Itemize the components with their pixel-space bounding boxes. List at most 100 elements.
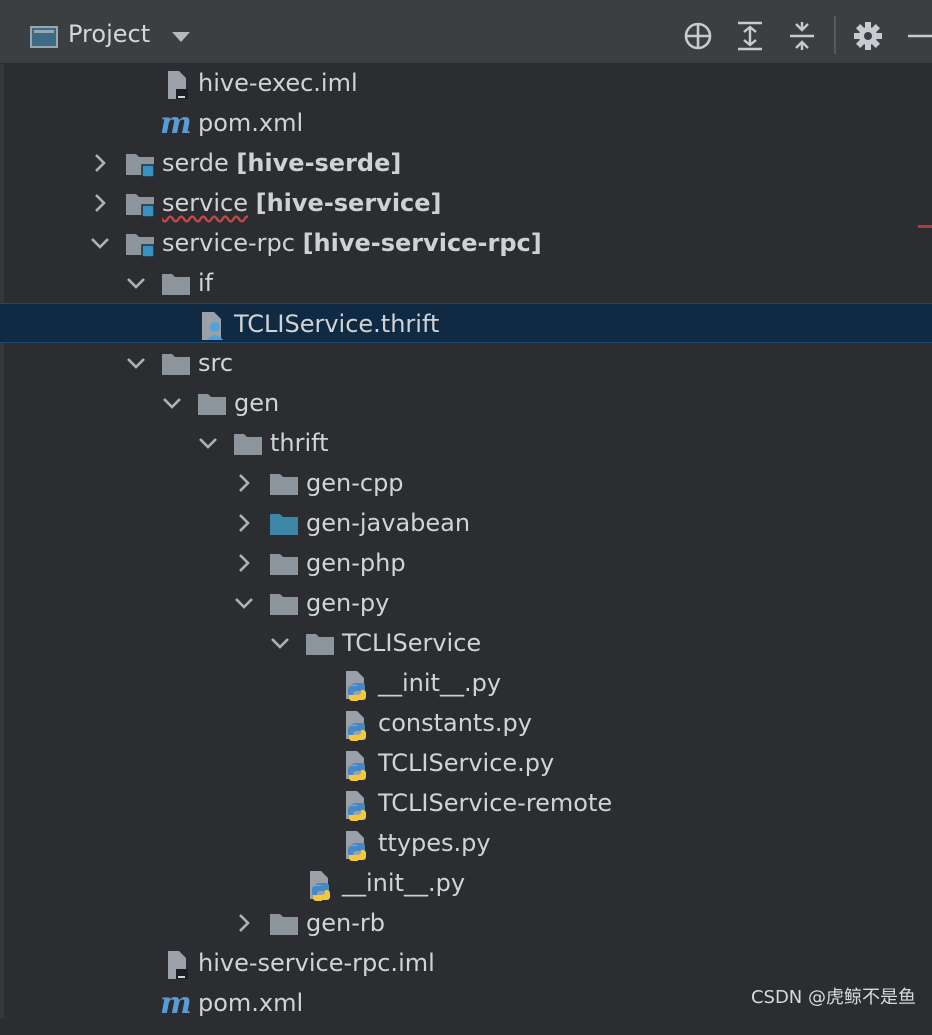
- item-name: service: [162, 189, 248, 217]
- module-folder-icon: [124, 183, 156, 223]
- item-name: ttypes.py: [378, 829, 491, 857]
- chevron-down-icon[interactable]: [196, 423, 220, 463]
- tree-row[interactable]: gen-rb: [0, 903, 932, 943]
- chevron-down-icon[interactable]: [232, 583, 256, 623]
- tree-row[interactable]: serde [hive-serde]: [0, 143, 932, 183]
- item-name: if: [198, 269, 214, 297]
- iml-file-icon: [160, 63, 192, 103]
- tree-row[interactable]: hive-service-rpc.iml: [0, 943, 932, 983]
- item-name: hive-service-rpc.iml: [198, 949, 435, 977]
- tree-item-label: pom.xml: [198, 103, 303, 143]
- item-name: TCLIService.thrift: [234, 310, 440, 338]
- thrift-file-icon: [196, 304, 228, 344]
- maven-icon: m: [160, 983, 192, 1023]
- gutter: [0, 64, 4, 1019]
- project-tool-window-header: Project: [0, 0, 932, 64]
- folder-icon: [268, 463, 300, 503]
- chevron-right-icon[interactable]: [88, 143, 112, 183]
- tree-item-label: gen-cpp: [306, 463, 404, 503]
- tree-row[interactable]: gen-javabean: [0, 503, 932, 543]
- source-folder-icon: [268, 503, 300, 543]
- item-name: gen-rb: [306, 909, 385, 937]
- item-name: hive-exec.iml: [198, 69, 358, 97]
- chevron-down-icon[interactable]: [160, 383, 184, 423]
- tree-item-label: TCLIService.thrift: [234, 304, 439, 344]
- chevron-down-icon[interactable]: [124, 263, 148, 303]
- folder-icon: [268, 583, 300, 623]
- tree-row[interactable]: hive-exec.iml: [0, 63, 932, 103]
- project-window-icon: [30, 26, 58, 48]
- toolbar-separator: [834, 16, 836, 54]
- tree-row[interactable]: constants.py: [0, 703, 932, 743]
- chevron-down-icon[interactable]: [172, 32, 190, 42]
- tree-item-label: constants.py: [378, 703, 532, 743]
- python-file-icon: [340, 703, 372, 743]
- tree-item-label: TCLIService: [342, 623, 481, 663]
- tree-row[interactable]: TCLIService-remote: [0, 783, 932, 823]
- tree-row[interactable]: gen-php: [0, 543, 932, 583]
- tree-row[interactable]: gen-cpp: [0, 463, 932, 503]
- tree-row[interactable]: ttypes.py: [0, 823, 932, 863]
- python-file-icon: [304, 863, 336, 903]
- item-name: src: [198, 349, 234, 377]
- tree-item-label: TCLIService-remote: [378, 783, 612, 823]
- chevron-right-icon[interactable]: [232, 903, 256, 943]
- tree-row[interactable]: TCLIService.py: [0, 743, 932, 783]
- python-file-icon: [340, 743, 372, 783]
- tree-item-label: hive-exec.iml: [198, 63, 358, 103]
- tree-row-selected[interactable]: TCLIService.thrift: [0, 303, 932, 343]
- module-name: [hive-serde]: [236, 149, 402, 177]
- tree-item-label: src: [198, 343, 233, 383]
- gear-icon[interactable]: [852, 20, 884, 52]
- tree-row[interactable]: gen-py: [0, 583, 932, 623]
- module-folder-icon: [124, 143, 156, 183]
- item-name: TCLIService.py: [378, 749, 555, 777]
- tree-item-label: __init__.py: [342, 863, 465, 903]
- chevron-right-icon[interactable]: [232, 503, 256, 543]
- chevron-right-icon[interactable]: [232, 463, 256, 503]
- item-name: pom.xml: [198, 109, 304, 137]
- tree-row[interactable]: __init__.py: [0, 863, 932, 903]
- svg-text:m: m: [160, 106, 192, 141]
- error-stripe-marker: [918, 225, 932, 228]
- watermark: CSDN @虎鲸不是鱼: [750, 987, 916, 1008]
- tree-row[interactable]: thrift: [0, 423, 932, 463]
- module-name: [hive-service]: [255, 189, 442, 217]
- tree-item-label: pom.xml: [198, 983, 303, 1023]
- chevron-down-icon[interactable]: [88, 223, 112, 263]
- tree-row[interactable]: gen: [0, 383, 932, 423]
- item-name: gen-javabean: [306, 509, 471, 537]
- chevron-down-icon[interactable]: [268, 623, 292, 663]
- chevron-down-icon[interactable]: [124, 343, 148, 383]
- folder-icon: [232, 423, 264, 463]
- tree-item-label: ttypes.py: [378, 823, 491, 863]
- tree-item-label: if: [198, 263, 213, 303]
- python-file-icon: [340, 663, 372, 703]
- tree-row[interactable]: service-rpc [hive-service-rpc]: [0, 223, 932, 263]
- tree-row[interactable]: TCLIService: [0, 623, 932, 663]
- folder-icon: [268, 543, 300, 583]
- item-name: gen-php: [306, 549, 406, 577]
- tree-row[interactable]: service [hive-service]: [0, 183, 932, 223]
- chevron-right-icon[interactable]: [232, 543, 256, 583]
- collapse-all-icon[interactable]: [786, 20, 818, 52]
- tree-item-label: gen: [234, 383, 279, 423]
- tree-item-label: TCLIService.py: [378, 743, 554, 783]
- project-view-title[interactable]: Project: [68, 20, 151, 48]
- expand-all-icon[interactable]: [734, 20, 766, 52]
- folder-icon: [304, 623, 336, 663]
- tree-item-label: thrift: [270, 423, 329, 463]
- tree-row[interactable]: if: [0, 263, 932, 303]
- minimize-icon[interactable]: [906, 20, 932, 52]
- locate-icon[interactable]: [682, 20, 714, 52]
- tree-item-label: serde [hive-serde]: [162, 143, 401, 183]
- tree-item-label: service [hive-service]: [162, 183, 442, 223]
- chevron-right-icon[interactable]: [88, 183, 112, 223]
- svg-text:m: m: [160, 986, 192, 1021]
- tree-row[interactable]: src: [0, 343, 932, 383]
- item-name: TCLIService-remote: [378, 789, 613, 817]
- tree-row[interactable]: __init__.py: [0, 663, 932, 703]
- tree-item-label: gen-rb: [306, 903, 385, 943]
